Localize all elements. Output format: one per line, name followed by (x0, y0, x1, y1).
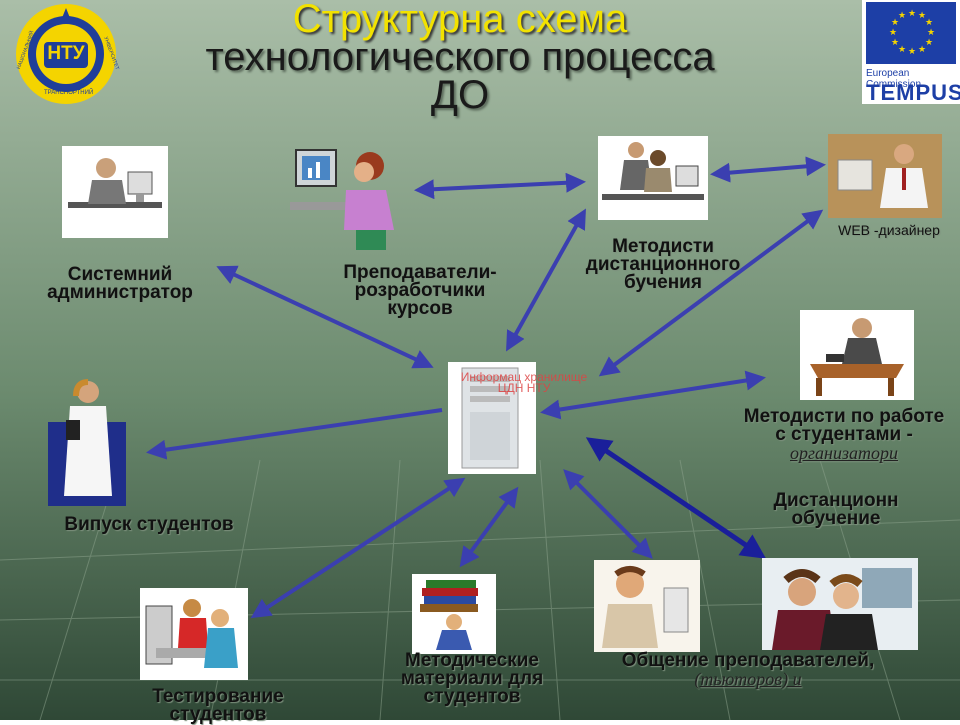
label-web-designer-line-1: WEB -дизайнер (838, 222, 940, 238)
distance-learning-image (762, 558, 918, 650)
server-label: Информац хранилище ЦДН НТУ (456, 370, 592, 395)
label-sysadmin-line-2: администратор (47, 282, 193, 303)
arrow-web-server (598, 209, 824, 377)
label-teachers: Преподаватели- розработчики курсов (322, 262, 518, 319)
server-label-line-2: ЦДН НТУ (497, 381, 551, 395)
label-graduates-line-1: Випуск студентов (64, 514, 234, 535)
organizer-image (800, 310, 914, 400)
label-organizers-line-1: Методисти по работе (743, 406, 945, 427)
svg-text:★: ★ (927, 27, 935, 37)
arrow-methodists-server (506, 208, 586, 352)
label-methodists-line-1: Методисти (612, 236, 714, 257)
materials-image (412, 574, 496, 654)
communication-image (594, 560, 700, 652)
label-testing-line-1: Тестирование (152, 686, 284, 707)
label-methodists-line-2: дистанционного (585, 254, 741, 275)
eu-flag: ★★★ ★★★ ★★★ ★★★ (866, 2, 956, 64)
svg-text:★: ★ (925, 37, 933, 47)
arrow-server-materials (459, 486, 519, 568)
label-teachers-line-2: розработчики (354, 280, 486, 301)
arrow-sysadmin-server (216, 265, 434, 369)
label-materials-line-2: материали для (400, 668, 544, 689)
tempus-brand: TEMPUS (866, 80, 960, 105)
svg-text:★: ★ (891, 17, 899, 27)
arrow-organizers-server (540, 370, 766, 420)
label-communication-sub: (тьюторов) и (694, 669, 802, 689)
teachers-image (286, 142, 400, 254)
ntu-logo-ring-bottom: ТРАНСПОРТНИЙ (44, 90, 94, 96)
title-line-1: Структурна схема (292, 0, 628, 41)
web-designer-image (828, 134, 942, 218)
label-communication: Общение преподавателей, (тьюторов) и (598, 650, 898, 689)
svg-text:★: ★ (898, 10, 906, 20)
label-methodists-line-3: бучения (624, 272, 702, 293)
svg-text:★: ★ (908, 8, 916, 18)
ntu-logo: НТУ НАЦІОНАЛЬНИЙ ТРАНСПОРТНИЙ УНІВЕРСИТЕ… (14, 2, 120, 106)
ntu-logo-text: НТУ (47, 43, 85, 64)
label-sysadmin: Системний администратор (30, 264, 210, 303)
slide-title: Структурна схема технологического процес… (180, 0, 740, 117)
arrow-methodists-web (710, 156, 826, 183)
label-teachers-line-1: Преподаватели- (343, 262, 497, 283)
arrow-teachers-methodists (414, 172, 586, 200)
eu-caption: European Commission (866, 68, 922, 90)
label-web-designer: WEB -дизайнер (818, 221, 960, 239)
label-organizers-sub: организатори (790, 443, 898, 463)
label-testing: Тестирование студентов (132, 686, 304, 725)
label-testing-line-2: студентов (169, 704, 267, 725)
svg-text:★: ★ (925, 17, 933, 27)
label-distance-line-2: обучение (791, 508, 881, 529)
label-methodists: Методисти дистанционного бучения (560, 236, 766, 293)
arrow-server-distance (585, 437, 767, 559)
server-image (448, 362, 536, 474)
label-graduates: Випуск студентов (44, 514, 254, 535)
label-materials-line-3: студентов (423, 686, 521, 707)
arrow-server-testing (250, 477, 466, 619)
label-materials: Методические материали для студентов (380, 650, 564, 707)
graduate-image (48, 376, 126, 506)
methodists-image (598, 136, 708, 220)
label-distance-line-1: Дистанционн (773, 490, 899, 511)
arrow-server-graduates (146, 408, 443, 460)
svg-text:★: ★ (918, 10, 926, 20)
svg-text:★: ★ (889, 27, 897, 37)
label-distance-learning: Дистанционн обучение (758, 490, 914, 529)
title-line-3: ДО (430, 73, 490, 117)
eu-tempus-logo: ★★★ ★★★ ★★★ ★★★ European Commission TEMP… (862, 0, 960, 105)
server-label-line-1: Информац хранилище (460, 370, 588, 384)
sysadmin-image (62, 146, 168, 238)
svg-text:★: ★ (908, 46, 916, 56)
label-materials-line-1: Методические (405, 650, 539, 671)
svg-text:★: ★ (918, 44, 926, 54)
svg-text:★: ★ (898, 44, 906, 54)
label-organizers-line-2: с студентами - (775, 424, 913, 445)
label-organizers: Методисти по работе с студентами - орган… (728, 406, 960, 463)
testing-image (140, 588, 248, 680)
label-sysadmin-line-1: Системний (67, 264, 173, 285)
arrow-server-communication (563, 469, 653, 559)
label-teachers-line-3: курсов (387, 298, 453, 319)
label-communication-line-1: Общение преподавателей, (621, 650, 875, 671)
title-line-2: технологического процесса (205, 35, 715, 79)
svg-text:★: ★ (891, 37, 899, 47)
